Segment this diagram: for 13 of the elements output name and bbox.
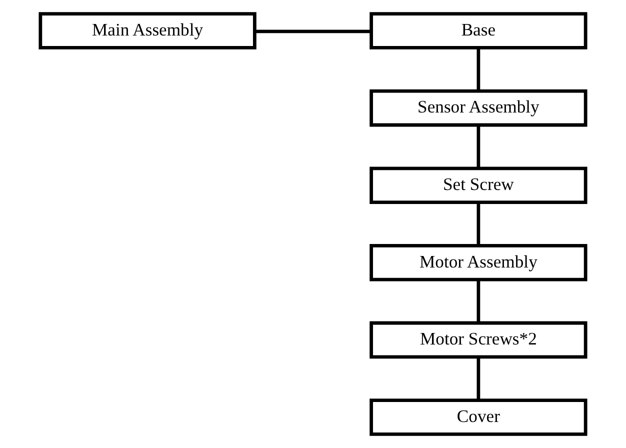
connector	[476, 202, 480, 246]
node-box: Base	[370, 12, 588, 50]
node-box: Sensor Assembly	[370, 89, 588, 127]
connector	[476, 357, 480, 400]
node-box: Cover	[370, 398, 588, 436]
connector	[476, 48, 480, 91]
node-box: Main Assembly	[38, 12, 256, 50]
connector	[476, 125, 480, 168]
connector	[476, 280, 480, 323]
node-box: Set Screw	[370, 166, 588, 204]
node-box: Motor Screws*2	[370, 321, 588, 359]
node-box: Motor Assembly	[370, 244, 588, 282]
connector	[254, 30, 371, 34]
